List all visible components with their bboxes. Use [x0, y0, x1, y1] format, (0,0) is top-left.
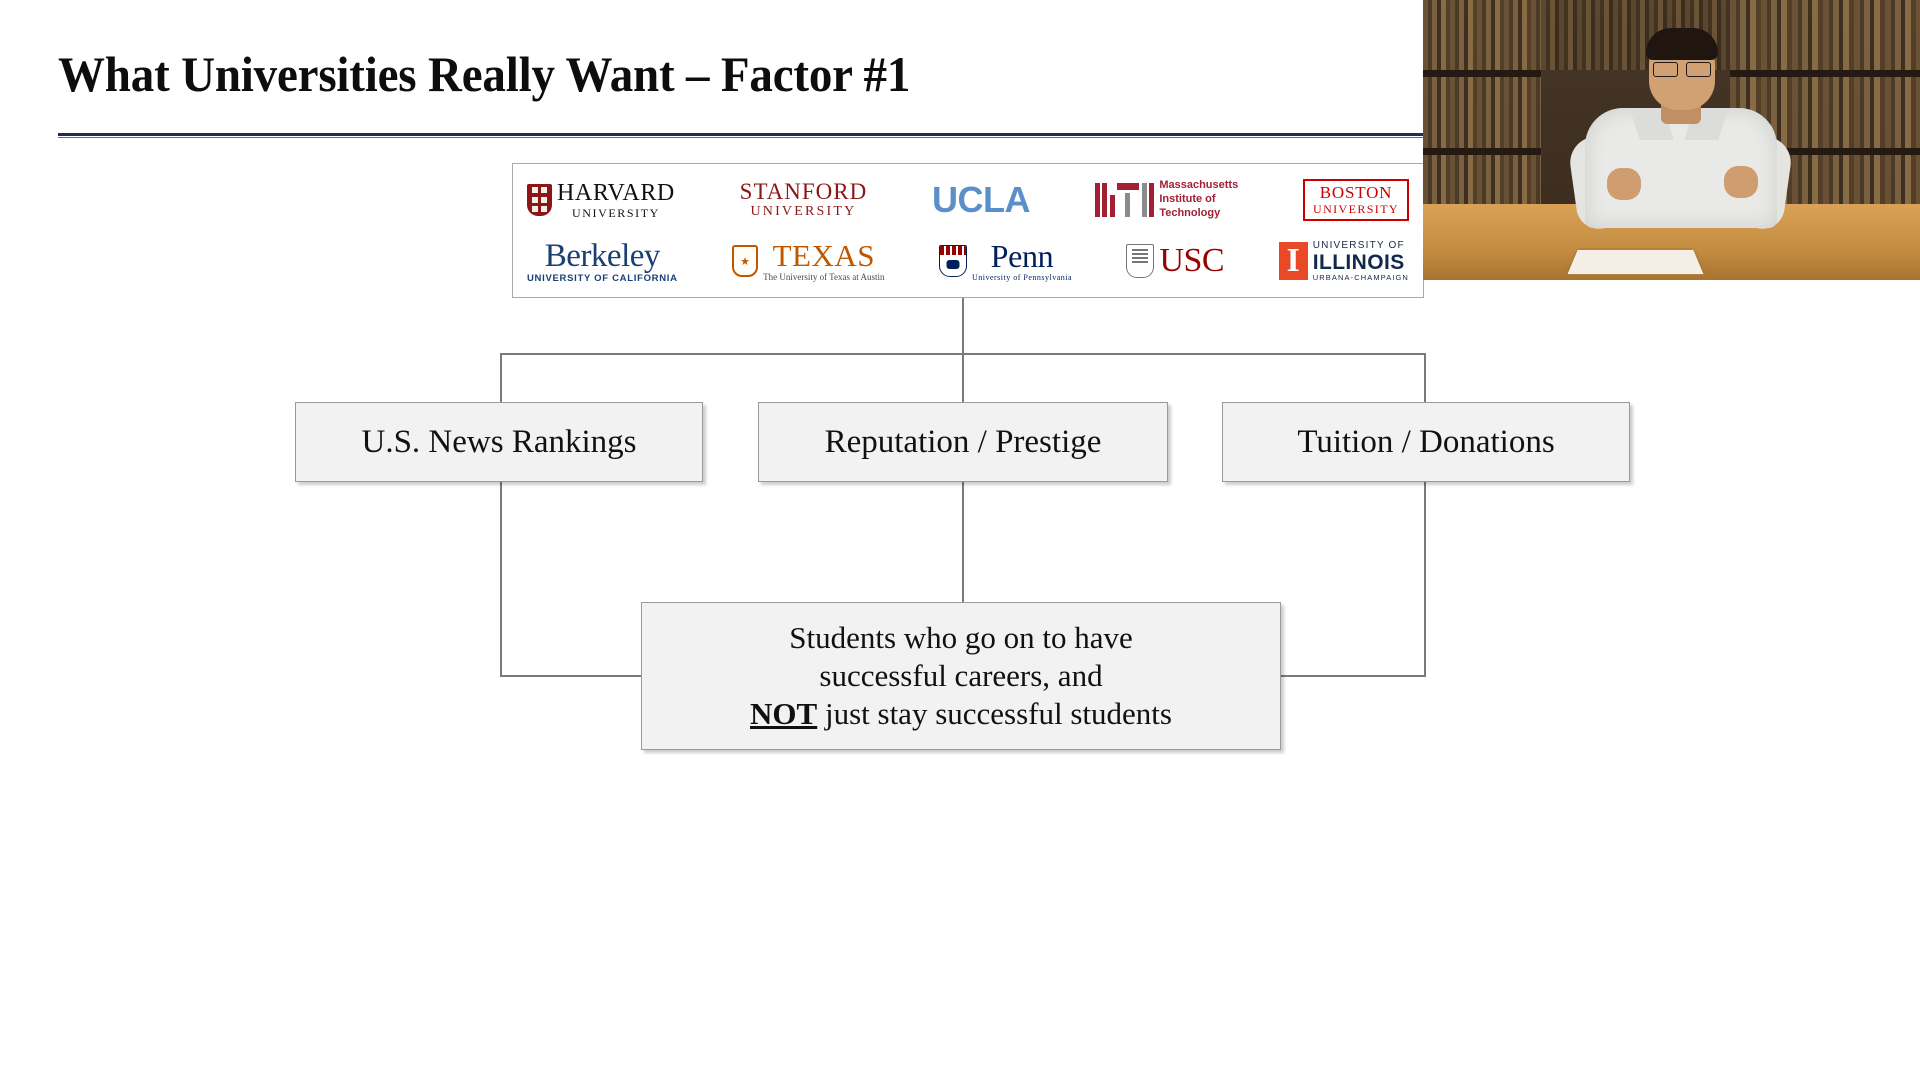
illinois-pretext: UNIVERSITY OF	[1312, 240, 1405, 252]
penn-logo: Penn University of Pennsylvania	[938, 231, 1073, 291]
mit-word-line-3: Technology	[1159, 206, 1221, 219]
stanford-logo: STANFORD UNIVERSITY	[740, 170, 868, 230]
harvard-logo: HARVARD UNIVERSITY	[527, 170, 675, 230]
texas-wordmark: TEXAS	[772, 238, 875, 274]
illinois-logo: I UNIVERSITY OF ILLINOIS URBANA-CHAMPAIG…	[1278, 231, 1409, 291]
illinois-block-i-icon: I	[1278, 242, 1308, 281]
connector-drop-tuition	[1424, 353, 1426, 403]
illinois-subtext: URBANA-CHAMPAIGN	[1312, 272, 1409, 282]
logo-row-top: HARVARD UNIVERSITY STANFORD UNIVERSITY U…	[523, 170, 1413, 230]
presenter-webcam-feed[interactable]	[1423, 0, 1920, 280]
outcome-line-2: successful careers, and	[819, 658, 1103, 694]
desk-paper	[1567, 249, 1704, 275]
bu-subtext: UNIVERSITY	[1313, 201, 1399, 216]
presenter-hand-right	[1724, 166, 1758, 198]
usc-wordmark: USC	[1159, 242, 1225, 280]
usc-logo: USC	[1126, 231, 1225, 291]
logo-row-bottom: Berkeley UNIVERSITY OF CALIFORNIA ★ TEXA…	[523, 231, 1413, 291]
stanford-wordmark: STANFORD	[739, 179, 868, 205]
flow-box-rankings-label: U.S. News Rankings	[361, 423, 637, 460]
penn-subtext: University of Pennsylvania	[971, 273, 1073, 283]
outcome-emphasis-not: NOT	[750, 695, 818, 731]
flow-box-reputation-prestige[interactable]: Reputation / Prestige	[758, 402, 1168, 482]
mit-word-line-2: Institute of	[1159, 192, 1216, 205]
ucla-wordmark: UCLA	[932, 178, 1031, 220]
connector-left-into-outcome	[500, 675, 645, 677]
flow-box-reputation-label: Reputation / Prestige	[824, 423, 1102, 460]
presenter-figure	[1566, 28, 1795, 232]
connector-drop-reputation	[962, 353, 964, 403]
title-divider-rule	[58, 133, 1858, 136]
ucla-logo: UCLA	[932, 170, 1030, 230]
shelf-board-right-2	[1730, 148, 1920, 155]
connector-drop-rankings	[500, 353, 502, 403]
title-block: What Universities Really Want – Factor #…	[58, 48, 1458, 101]
shelf-board-left	[1423, 70, 1541, 77]
university-logos-banner: HARVARD UNIVERSITY STANFORD UNIVERSITY U…	[512, 163, 1424, 298]
flow-box-tuition-label: Tuition / Donations	[1297, 423, 1555, 460]
flow-box-outcome-statement[interactable]: Students who go on to have successful ca…	[641, 602, 1281, 750]
mit-wordmark-text: Massachusetts Institute of Technology	[1159, 179, 1238, 220]
outcome-line-1: Students who go on to have	[789, 620, 1133, 656]
harvard-wordmark: HARVARD	[557, 179, 675, 206]
boston-university-logo: BOSTON UNIVERSITY	[1303, 170, 1409, 230]
illinois-wordmark: ILLINOIS	[1312, 250, 1405, 274]
presenter-hair	[1646, 28, 1718, 60]
berkeley-logo: Berkeley UNIVERSITY OF CALIFORNIA	[527, 231, 678, 291]
penn-wordmark: Penn	[990, 238, 1054, 275]
connector-right-into-outcome	[1280, 675, 1426, 677]
connector-middle-into-outcome	[962, 482, 964, 604]
page-title: What Universities Really Want – Factor #…	[58, 46, 911, 102]
berkeley-wordmark: Berkeley	[544, 237, 661, 274]
harvard-subtext: UNIVERSITY	[571, 205, 660, 220]
shelf-board-left-2	[1423, 148, 1541, 155]
mit-word-line-1: Massachusetts	[1159, 179, 1239, 192]
berkeley-subtext: UNIVERSITY OF CALIFORNIA	[527, 272, 678, 284]
outcome-line-3: NOT just stay successful students	[750, 695, 1172, 733]
mit-bars-icon	[1094, 182, 1155, 217]
connector-left-down-to-outcome	[500, 482, 502, 677]
glasses-icon	[1653, 62, 1711, 77]
shelf-board-right	[1730, 70, 1920, 77]
title-divider-rule-secondary	[58, 137, 1858, 138]
flow-box-us-news-rankings[interactable]: U.S. News Rankings	[295, 402, 703, 482]
connector-right-down-to-outcome	[1424, 482, 1426, 677]
texas-subtext: The University of Texas at Austin	[763, 272, 885, 283]
flow-box-tuition-donations[interactable]: Tuition / Donations	[1222, 402, 1630, 482]
usc-shield-icon	[1126, 244, 1155, 279]
texas-shield-icon: ★	[732, 245, 759, 278]
stanford-subtext: UNIVERSITY	[750, 204, 857, 220]
harvard-shield-icon	[527, 183, 552, 216]
connector-stem-from-banner	[962, 298, 964, 354]
outcome-line-3-rest: just stay successful students	[817, 695, 1172, 731]
presenter-hand-left	[1607, 168, 1641, 200]
mit-logo: Massachusetts Institute of Technology	[1094, 170, 1238, 230]
texas-logo: ★ TEXAS The University of Texas at Austi…	[732, 231, 885, 291]
bu-wordmark: BOSTON	[1319, 182, 1393, 202]
bookshelf-left	[1423, 0, 1541, 215]
penn-shield-icon	[938, 245, 967, 278]
